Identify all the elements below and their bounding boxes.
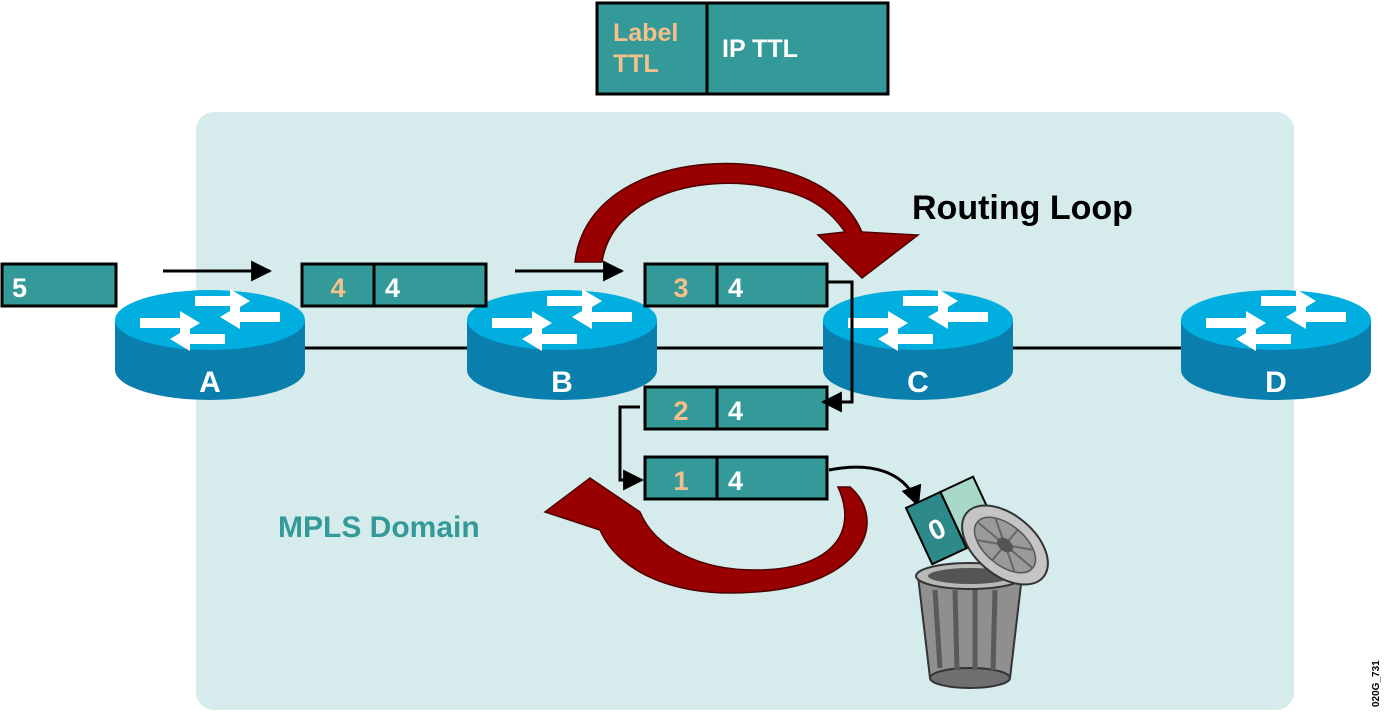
arrow-c-back-to-b [820, 280, 854, 413]
legend-label-ttl-line2: TTL [613, 50, 659, 78]
trash-can-icon: 0 [904, 475, 1049, 689]
packet-hop-1-ip-ttl: 4 [385, 273, 400, 303]
packet-ip-only: 5 [0, 262, 118, 308]
packet-hop-3-label-ttl: 2 [673, 396, 688, 426]
router-a-label: A [199, 366, 221, 399]
routing-loop-label: Routing Loop [912, 189, 1133, 227]
forwarding-arrows [163, 260, 922, 507]
routing-loop-arrow-top [574, 162, 921, 279]
mpls-domain-label: MPLS Domain [278, 511, 480, 544]
packet-hop-1: 4 4 [300, 262, 488, 308]
router-b-label: B [551, 366, 573, 399]
router-d-label: D [1265, 366, 1287, 399]
router-b: B [467, 289, 657, 400]
arrow-b-back-to-c [618, 405, 645, 491]
packet-hop-2-ip-ttl: 4 [728, 273, 743, 303]
router-d: D [1181, 289, 1371, 400]
packet-hop-3: 2 4 [643, 385, 829, 431]
router-c-label: C [907, 366, 929, 399]
packet-hop-4-ip-ttl: 4 [728, 466, 743, 496]
packet-hop-2-label-ttl: 3 [673, 273, 688, 303]
legend-ip-ttl: IP TTL [722, 35, 798, 63]
packet-ip-only-ip-ttl: 5 [12, 273, 27, 303]
legend-label-ttl-line1: Label [613, 19, 678, 47]
legend: Label TTL IP TTL [595, 1, 890, 96]
arrow-to-trash [828, 465, 922, 507]
router-c: C [823, 289, 1013, 400]
packet-hop-4: 1 4 [643, 455, 829, 501]
routing-loop-arrow-bottom [543, 477, 868, 594]
packet-hop-2: 3 4 [643, 262, 829, 308]
figure-id: 020G_731 [1371, 660, 1382, 707]
packet-hop-4-label-ttl: 1 [673, 466, 688, 496]
packet-hop-1-label-ttl: 4 [330, 273, 345, 303]
router-a: A [115, 289, 305, 400]
packet-hop-3-ip-ttl: 4 [728, 396, 743, 426]
